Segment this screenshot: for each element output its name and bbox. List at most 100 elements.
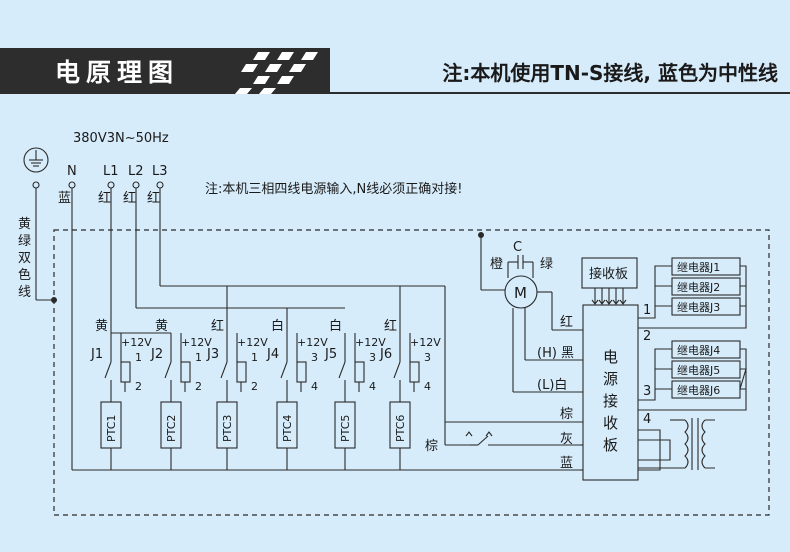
relay-coil-4 bbox=[296, 361, 307, 383]
relay-group-1: 继电器J1 继电器J2 继电器J3 bbox=[638, 257, 747, 329]
svg-text:L2: L2 bbox=[128, 164, 144, 179]
coil-pin-a-4: 3 bbox=[311, 351, 318, 364]
heater-wire-label-2: 黄 bbox=[155, 319, 168, 334]
ground-icon bbox=[23, 147, 57, 303]
svg-text:源: 源 bbox=[603, 370, 618, 388]
relay-box-j4: 继电器J4 bbox=[677, 344, 720, 357]
page-title: 电原理图 bbox=[55, 58, 179, 87]
input-white: (L)白 bbox=[537, 377, 567, 393]
relay-label-4: J4 bbox=[266, 347, 279, 362]
input-red: 红 bbox=[560, 314, 573, 330]
svg-text:红: 红 bbox=[98, 190, 111, 206]
motor-symbol: M bbox=[514, 284, 527, 302]
coil-pin-a-3: 1 bbox=[251, 351, 258, 364]
svg-text:板: 板 bbox=[603, 436, 618, 454]
ground-label-1: 黄 bbox=[18, 217, 31, 232]
relay-contact-1 bbox=[104, 361, 112, 379]
ground-label-2: 绿 bbox=[18, 234, 31, 249]
relay-coil-5 bbox=[354, 361, 365, 383]
ptc-label-4: PTC4 bbox=[281, 415, 294, 442]
ground-label-4: 色 bbox=[18, 267, 31, 283]
power-board: 电 源 接 收 板 bbox=[582, 304, 639, 481]
heater-wire-label-6: 红 bbox=[384, 318, 397, 334]
relay-coil-2 bbox=[180, 361, 191, 383]
coil-voltage-1: +12V bbox=[121, 336, 152, 349]
heater-wire-label-1: 黄 bbox=[95, 319, 108, 334]
input-blue: 蓝 bbox=[560, 456, 573, 471]
relay-box-j2: 继电器J2 bbox=[677, 281, 720, 294]
ground-label-3: 双 bbox=[18, 251, 31, 266]
svg-text:N: N bbox=[67, 164, 77, 179]
relay-contact-4 bbox=[280, 361, 288, 379]
terminal-l1: L1 红 bbox=[98, 164, 119, 206]
relay-label-6: J6 bbox=[379, 347, 392, 362]
port-3: 3 bbox=[643, 384, 651, 399]
heater-wire-label-3: 红 bbox=[211, 318, 224, 334]
relay-coil-6 bbox=[409, 361, 420, 383]
receiver-board-label: 接收板 bbox=[589, 266, 628, 282]
svg-text:红: 红 bbox=[123, 190, 136, 206]
ground-label-5: 线 bbox=[18, 285, 31, 300]
coil-voltage-5: +12V bbox=[355, 336, 386, 349]
coil-pin-b-1: 2 bbox=[135, 380, 142, 393]
port-2: 2 bbox=[643, 329, 651, 344]
port-1: 1 bbox=[643, 303, 651, 318]
relay-box-j6: 继电器J6 bbox=[677, 384, 720, 397]
relay-box-j5: 继电器J5 bbox=[677, 364, 720, 377]
motor-section: M C 橙 绿 bbox=[478, 232, 583, 393]
coil-pin-a-6: 3 bbox=[424, 351, 431, 364]
ptc-label-6: PTC6 bbox=[394, 415, 407, 442]
relay-contact-2 bbox=[164, 361, 172, 379]
terminal-l3: L3 红 bbox=[147, 164, 168, 206]
relay-contact-6 bbox=[393, 361, 401, 379]
motor-wire-right: 绿 bbox=[540, 257, 553, 272]
svg-text:L1: L1 bbox=[103, 164, 119, 179]
coil-pin-a-2: 1 bbox=[195, 351, 202, 364]
heater-channels: 黄J1+12V12PTC1黄J2+12V12PTC2红J3+12V12PTC3白… bbox=[90, 318, 441, 470]
relay-label-5: J5 bbox=[324, 347, 337, 362]
input-brown: 棕 bbox=[560, 407, 573, 422]
relay-coil-3 bbox=[236, 361, 247, 383]
coil-voltage-6: +12V bbox=[410, 336, 441, 349]
svg-text:接: 接 bbox=[603, 392, 618, 410]
coil-voltage-2: +12V bbox=[181, 336, 212, 349]
coil-pin-b-2: 2 bbox=[195, 380, 202, 393]
svg-text:L3: L3 bbox=[152, 164, 168, 179]
thermal-switch: 棕 bbox=[425, 431, 580, 454]
relay-contact-5 bbox=[338, 361, 346, 379]
switch-wire-label: 棕 bbox=[425, 439, 438, 454]
coil-pin-b-5: 4 bbox=[369, 380, 376, 393]
ptc-label-5: PTC5 bbox=[339, 415, 352, 442]
header-note: 注:本机使用TN-S接线, 蓝色为中性线 bbox=[442, 61, 778, 85]
capacitor-label: C bbox=[513, 240, 522, 255]
supply-note: 注:本机三相四线电源输入,N线必须正确对接! bbox=[205, 181, 462, 197]
coil-pin-a-5: 3 bbox=[369, 351, 376, 364]
checker-flag-icon bbox=[235, 52, 318, 94]
coil-voltage-4: +12V bbox=[297, 336, 328, 349]
coil-pin-b-6: 4 bbox=[424, 380, 431, 393]
relay-coil-1 bbox=[120, 361, 131, 383]
heater-wire-label-4: 白 bbox=[271, 318, 284, 334]
terminal-l2: L2 红 bbox=[123, 164, 144, 206]
svg-text:红: 红 bbox=[147, 190, 160, 206]
relay-label-3: J3 bbox=[206, 347, 219, 362]
coil-pin-a-1: 1 bbox=[135, 351, 142, 364]
ptc-label-2: PTC2 bbox=[165, 415, 178, 442]
supply-wiring bbox=[71, 188, 580, 471]
svg-text:蓝: 蓝 bbox=[58, 191, 71, 206]
svg-text:收: 收 bbox=[603, 414, 618, 432]
receiver-board: 接收板 bbox=[581, 257, 638, 305]
title-tab bbox=[22, 48, 212, 94]
supply-spec: 380V3N~50Hz bbox=[73, 131, 169, 146]
input-black: (H) 黑 bbox=[537, 346, 574, 361]
enclosure-outline bbox=[53, 229, 770, 516]
motor-wire-left: 橙 bbox=[490, 257, 503, 272]
relay-box-j3: 继电器J3 bbox=[677, 301, 720, 314]
terminal-n: N 蓝 bbox=[58, 164, 77, 206]
relay-group-2: 继电器J4 继电器J5 继电器J6 bbox=[638, 340, 747, 411]
relay-box-j1: 继电器J1 bbox=[677, 261, 720, 274]
relay-label-1: J1 bbox=[90, 347, 103, 362]
ptc-label-1: PTC1 bbox=[105, 415, 118, 442]
